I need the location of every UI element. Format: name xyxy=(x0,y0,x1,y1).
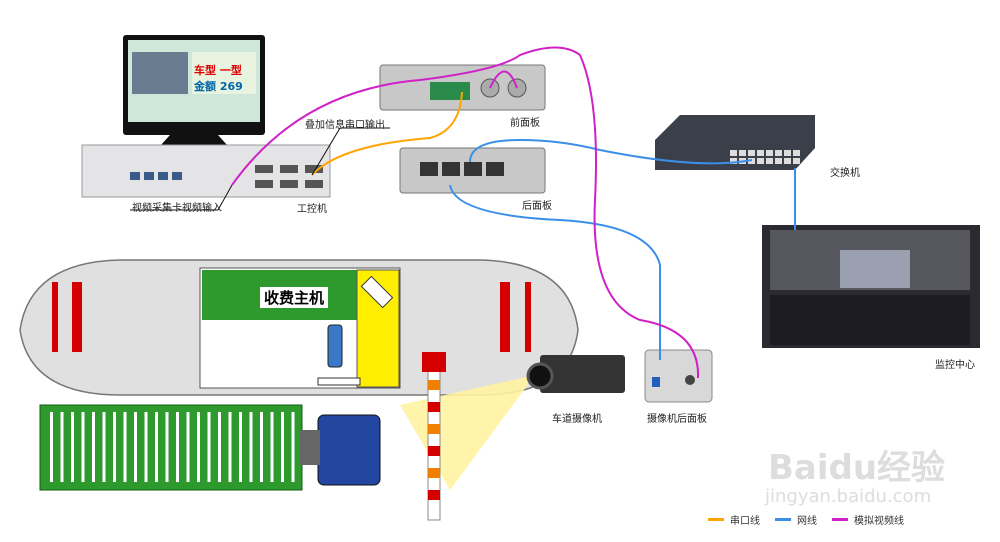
trailer-rib xyxy=(260,412,263,482)
lane-camera xyxy=(540,355,625,393)
com-port xyxy=(305,180,323,188)
switch-port xyxy=(730,150,737,156)
serial-cable xyxy=(311,91,463,176)
booth-window xyxy=(317,377,361,386)
com-port xyxy=(280,180,298,188)
rj45-port xyxy=(420,162,438,176)
island-stripe xyxy=(525,282,531,352)
trailer-rib xyxy=(239,412,242,482)
front-panel-label: 前面板 xyxy=(510,118,540,129)
camera-back-panel-device xyxy=(644,349,713,403)
com-port xyxy=(255,180,273,188)
switch-port xyxy=(775,158,782,164)
switch-port xyxy=(766,158,773,164)
usb-lan-port xyxy=(144,172,154,180)
capture-card-input-label: 视频采集卡视频输入 xyxy=(132,203,222,214)
trailer-rib xyxy=(123,412,127,482)
gate-stripe xyxy=(428,380,440,390)
trailer-rib xyxy=(155,412,158,482)
gate-stripe xyxy=(428,490,440,500)
trailer-rib xyxy=(218,412,221,482)
trailer-rib xyxy=(249,412,253,482)
gate-stripe xyxy=(428,424,440,434)
analog-video-cable xyxy=(231,46,700,379)
switch-port xyxy=(766,150,773,156)
trailer-rib xyxy=(50,412,53,482)
trailer-rib xyxy=(92,412,95,482)
network-cable xyxy=(449,184,661,360)
island-stripe xyxy=(72,282,82,352)
truck-cab xyxy=(317,414,381,486)
switch-port xyxy=(793,150,800,156)
trailer-rib xyxy=(113,412,116,482)
usb-lan-port xyxy=(130,172,140,180)
gate-head xyxy=(422,352,446,372)
island-stripe xyxy=(52,282,58,352)
trailer-rib xyxy=(186,412,190,482)
trailer-rib xyxy=(291,412,295,482)
usb-lan-port xyxy=(172,172,182,180)
camera-back-panel-label: 摄像机后面板 xyxy=(647,414,707,425)
trailer-rib xyxy=(71,412,74,482)
switch-port xyxy=(730,158,737,164)
back-panel-label: 后面板 xyxy=(522,201,552,212)
overlay-serial-output-label: 叠加信息串口输出 xyxy=(305,120,385,131)
switch-port xyxy=(793,158,800,164)
screen-vehicle-type: 车型 一型 xyxy=(194,64,242,77)
watermark-url: jingyan.baidu.com xyxy=(765,486,932,507)
trailer-rib xyxy=(176,412,179,482)
trailer-rib xyxy=(207,412,211,482)
switch-port xyxy=(739,150,746,156)
lane-camera-label: 车道摄像机 xyxy=(552,414,602,425)
gate-stripe xyxy=(428,468,440,478)
switch-port xyxy=(784,158,791,164)
network-cable xyxy=(469,138,753,165)
trailer-rib xyxy=(281,412,284,482)
trailer-rib xyxy=(197,412,200,482)
toll-host-label: 收费主机 xyxy=(260,287,329,308)
legend-serial: 串口线 xyxy=(708,512,760,527)
screen-amount: 金额 269 xyxy=(194,80,243,93)
legend-video: 模拟视频线 xyxy=(832,512,904,527)
rj45-port xyxy=(464,162,482,176)
ipc-label: 工控机 xyxy=(297,204,327,215)
switch-port xyxy=(748,150,755,156)
gate-stripe xyxy=(428,402,440,412)
gate-stripe xyxy=(428,446,440,456)
trailer-rib xyxy=(228,412,232,482)
trailer-rib xyxy=(165,412,169,482)
island-stripe xyxy=(500,282,510,352)
booth-door-icon xyxy=(360,275,394,309)
network-switch xyxy=(655,115,815,170)
com-port xyxy=(255,165,273,173)
analog-video-cable xyxy=(489,70,518,89)
com-port xyxy=(280,165,298,173)
rj45-port xyxy=(486,162,504,176)
usb-lan-port xyxy=(158,172,168,180)
trailer-rib xyxy=(81,412,85,482)
rj45-port xyxy=(442,162,460,176)
switch-port xyxy=(757,150,764,156)
trailer-rib xyxy=(102,412,106,482)
watermark-logo: Baidu经验 xyxy=(768,448,946,488)
legend-network: 网线 xyxy=(775,512,817,527)
com-port xyxy=(305,165,323,173)
trailer-rib xyxy=(144,412,148,482)
trailer-rib xyxy=(134,412,137,482)
switch-port xyxy=(784,150,791,156)
monitoring-center-label: 监控中心 xyxy=(935,360,975,371)
switch-port xyxy=(757,158,764,164)
switch-label: 交换机 xyxy=(830,168,860,179)
trailer-rib xyxy=(270,412,274,482)
trailer-rib xyxy=(60,412,64,482)
switch-port xyxy=(775,150,782,156)
booth-chair-icon xyxy=(327,324,343,368)
